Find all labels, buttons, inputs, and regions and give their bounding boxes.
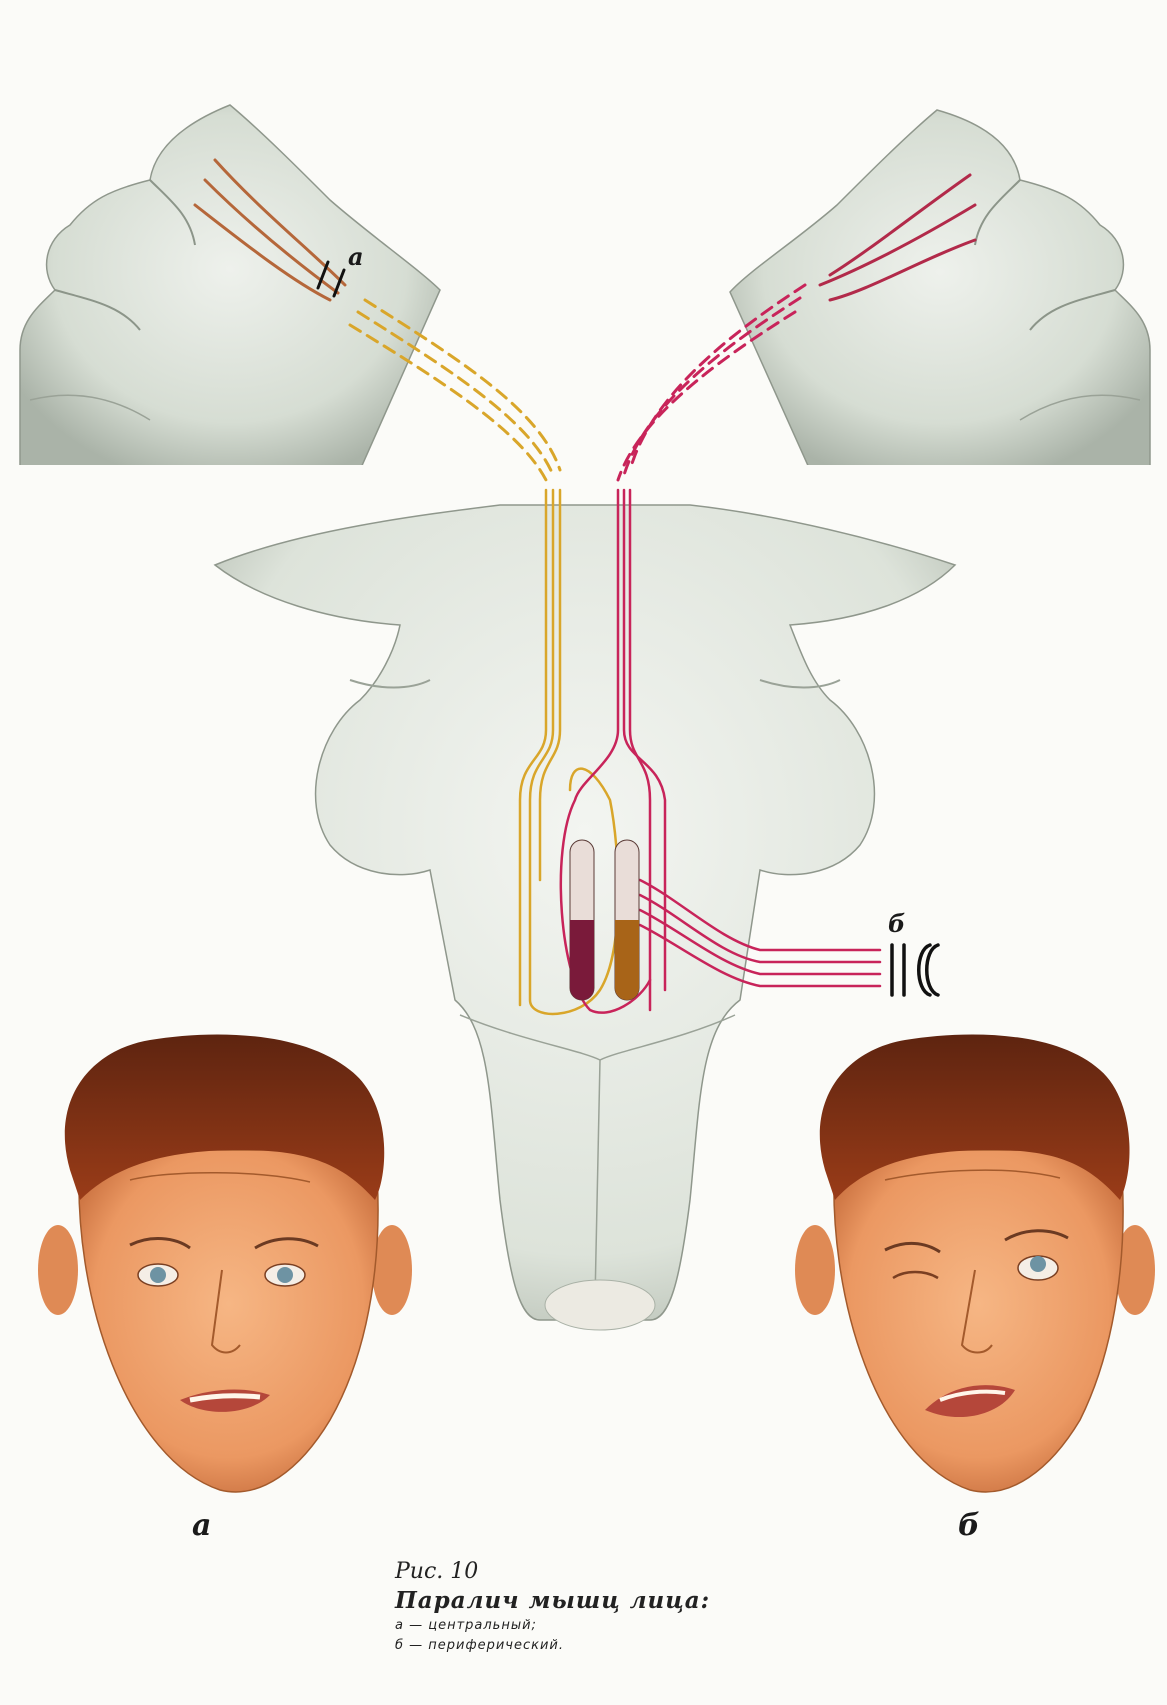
lesion-a-label: а <box>348 242 364 271</box>
caption-item-b: б — периферический. <box>395 1636 995 1656</box>
caption-item-a: а — центральный; <box>395 1616 995 1636</box>
figure-title: Паралич мышц лица: <box>395 1586 995 1616</box>
figure-number: Рис. 10 <box>395 1558 995 1586</box>
face-a-label: а <box>192 1508 211 1543</box>
face-central-palsy <box>38 1034 412 1491</box>
left-cortex <box>20 105 440 470</box>
right-cortex <box>730 110 1150 470</box>
lesion-b-marker <box>892 945 938 995</box>
figure-caption: Рис. 10 Паралич мышц лица: а — центральн… <box>395 1558 995 1656</box>
lesion-b-label: б <box>888 909 905 938</box>
face-peripheral-palsy <box>795 1034 1155 1491</box>
facial-nucleus-right <box>615 840 639 1000</box>
facial-nucleus-left <box>570 840 594 1000</box>
face-b-label: б <box>958 1508 980 1543</box>
